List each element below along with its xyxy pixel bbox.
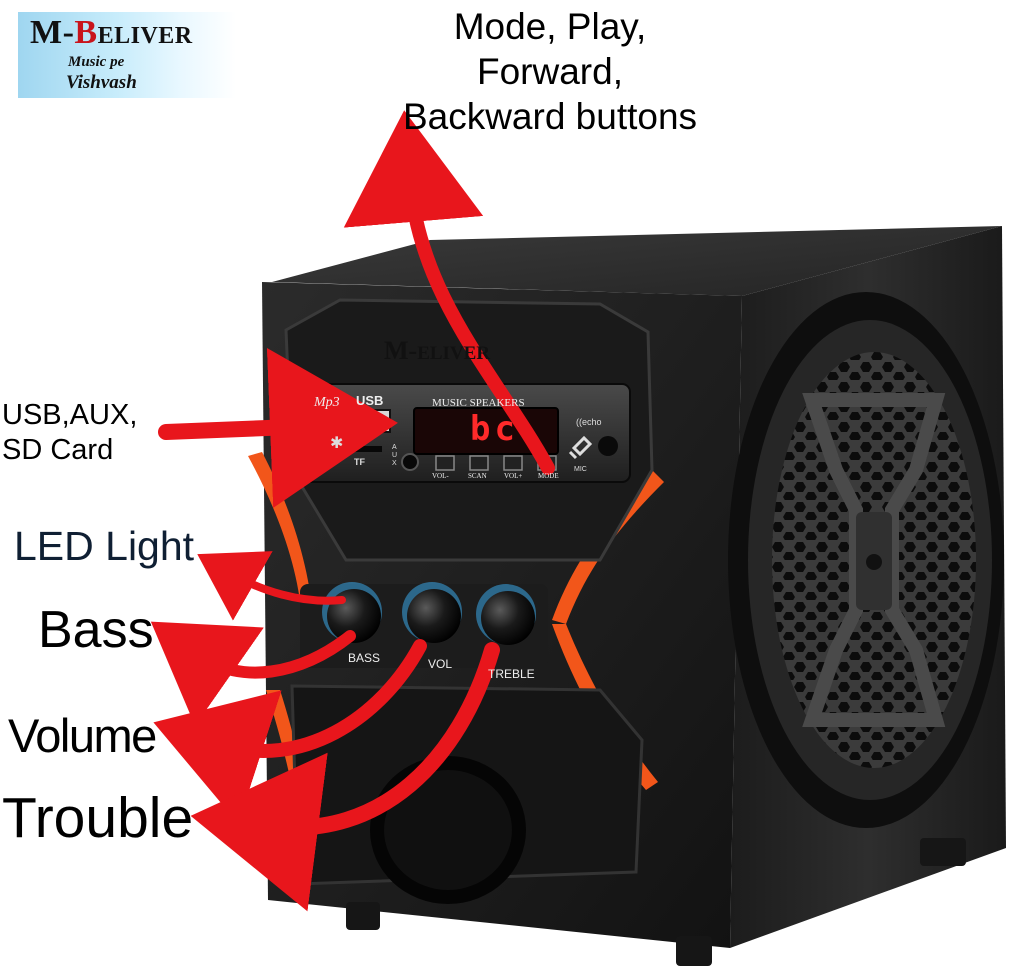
- panel-title: MUSIC SPEAKERS: [432, 397, 525, 409]
- volume-knob[interactable]: [407, 589, 461, 643]
- usb-label: USB: [356, 393, 384, 408]
- arrow-treble: [190, 642, 500, 912]
- label-mode-buttons: Mode, Play, Forward, Backward buttons: [402, 6, 698, 137]
- label-vol-minus: VOL-: [432, 472, 449, 480]
- display-readout: bc: [470, 409, 519, 449]
- label-volume: Volume: [8, 709, 157, 762]
- scan-button[interactable]: [469, 455, 489, 471]
- label-mode: MODE: [538, 472, 559, 480]
- arrow-bass: [150, 621, 356, 726]
- device-brand: M-ELIVER: [384, 336, 491, 365]
- callout-arrows: [150, 110, 555, 912]
- foot: [346, 902, 380, 930]
- arrow-mode-buttons: [343, 110, 555, 475]
- vol-minus-button[interactable]: [435, 455, 455, 471]
- label-led-light: LED Light: [14, 523, 195, 569]
- mic-label: MIC: [574, 466, 587, 473]
- logo-wordmark: M-BELIVER: [30, 14, 193, 51]
- knob-label-treble: TREBLE: [488, 667, 535, 681]
- treble-knob[interactable]: [481, 591, 535, 645]
- label-scan: SCAN: [468, 472, 487, 480]
- brand-logo: M-BELIVER Music pe Vishvash: [18, 12, 236, 98]
- tf-slot: [342, 446, 382, 452]
- label-bass: Bass: [38, 601, 154, 659]
- logo-tagline-2: Vishvash: [66, 72, 137, 93]
- knob-label-bass: BASS: [348, 651, 381, 665]
- logo-tagline-1: Music pe: [68, 54, 125, 70]
- mic-icon: [568, 435, 593, 460]
- arrow-volume: [153, 639, 427, 824]
- vol-plus-button[interactable]: [503, 455, 523, 471]
- arrow-led: [197, 551, 346, 621]
- label-inputs: USB,AUX, SD Card: [2, 399, 138, 466]
- echo-label: ((echo: [576, 417, 602, 427]
- cabinet-top: [272, 226, 1002, 296]
- foot: [920, 838, 966, 866]
- trim-right: [552, 470, 664, 624]
- label-vol-plus: VOL+: [504, 472, 523, 480]
- arrow-inputs: [158, 347, 398, 508]
- woofer-x-brace: [802, 393, 946, 727]
- label-treble: Trouble: [2, 786, 194, 850]
- tf-label: TF: [354, 457, 365, 467]
- aux-label: A U X: [392, 444, 398, 467]
- aux-jack: [401, 453, 419, 471]
- bluetooth-icon: ✱: [330, 435, 344, 452]
- mp3-label: Mp3: [314, 395, 340, 410]
- knob-label-vol: VOL: [428, 657, 453, 671]
- foot: [676, 936, 712, 966]
- trim-left: [248, 452, 314, 628]
